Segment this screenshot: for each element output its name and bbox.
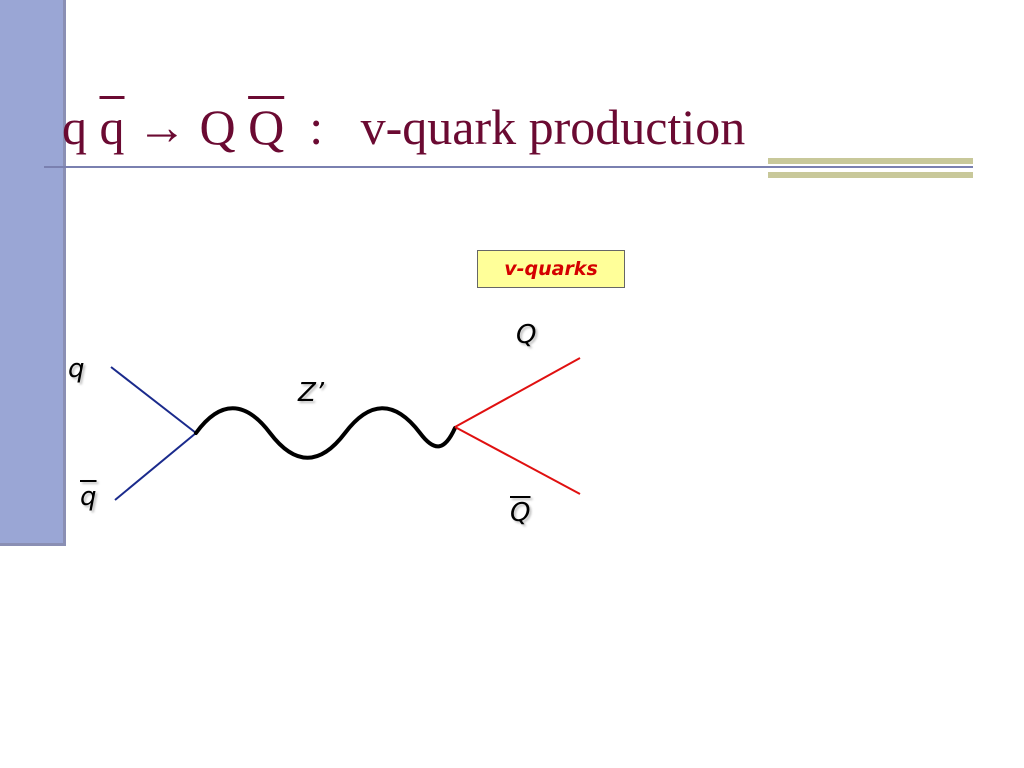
title-underline bbox=[44, 166, 973, 168]
antivquark-label: Q bbox=[510, 498, 531, 528]
outgoing-antivquark-line bbox=[454, 426, 581, 495]
incoming-antiquark-line bbox=[114, 432, 197, 501]
vquark-label: Q bbox=[516, 320, 537, 350]
title-arrow: → bbox=[137, 99, 187, 155]
incoming-quark-line bbox=[110, 366, 197, 434]
title-accent-bars bbox=[768, 158, 973, 178]
title-q: q bbox=[62, 99, 87, 155]
quark-label: q bbox=[68, 354, 85, 384]
title-Qbar: Q bbox=[248, 99, 285, 155]
v-quarks-label: v-quarks bbox=[477, 250, 625, 288]
title-Q: Q bbox=[199, 99, 236, 155]
sidebar-decoration bbox=[0, 0, 66, 546]
title-qbar: q bbox=[99, 99, 125, 155]
zprime-label: Z’ bbox=[298, 378, 325, 408]
antiquark-label: q bbox=[80, 482, 97, 512]
slide-title: q q → Q Q : v-quark production bbox=[62, 102, 745, 152]
title-colon: : bbox=[309, 99, 324, 155]
title-text: v-quark production bbox=[360, 99, 746, 155]
zprime-propagator bbox=[194, 406, 457, 460]
outgoing-vquark-line bbox=[454, 357, 581, 428]
